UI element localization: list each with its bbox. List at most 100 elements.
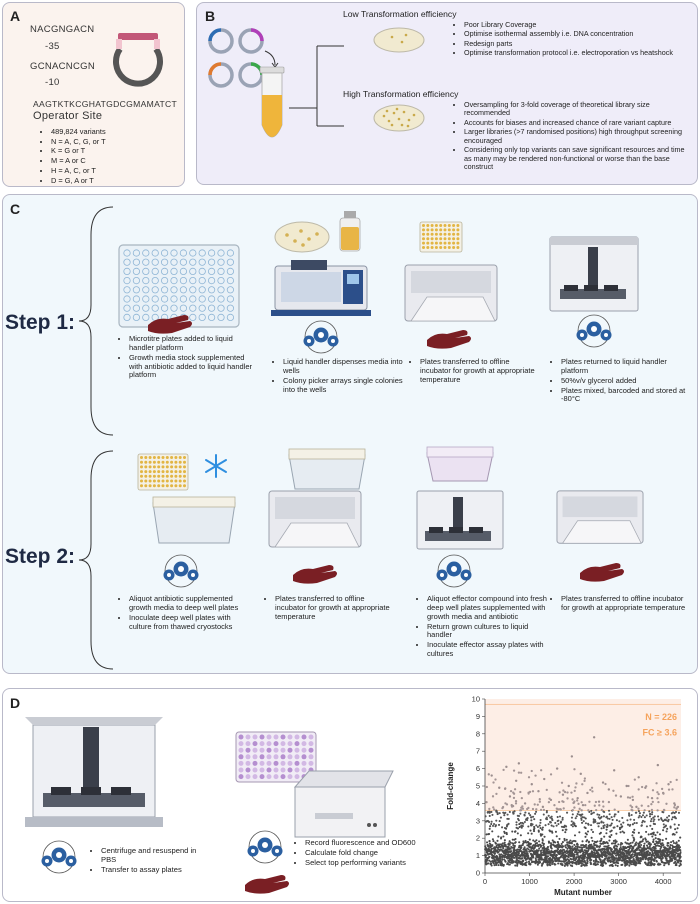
data-point [523, 814, 526, 817]
data-point [494, 859, 497, 862]
data-point [499, 816, 502, 819]
caption-item: Aliquot effector compound into fresh dee… [427, 594, 547, 622]
data-point [569, 839, 572, 842]
data-point [578, 813, 581, 816]
data-point [637, 816, 640, 819]
data-point [510, 845, 513, 849]
data-point [654, 847, 657, 850]
panel-d-bullets-1: Centrifuge and resuspend in PBS Transfer… [91, 846, 211, 876]
data-point [650, 856, 653, 859]
data-point [561, 864, 564, 867]
outlier-point [555, 767, 559, 770]
outlier-point [581, 783, 584, 786]
data-point [570, 816, 574, 819]
data-point [496, 861, 499, 864]
data-point [514, 830, 517, 833]
data-point [574, 845, 577, 848]
data-point [646, 840, 649, 843]
data-point [645, 857, 648, 860]
data-point [494, 842, 498, 845]
data-point [645, 844, 649, 847]
data-point [565, 828, 568, 831]
small-plate-icon [419, 221, 463, 253]
panel-b-label: B [205, 8, 216, 24]
data-point [554, 863, 557, 866]
y-tick-label: 7 [476, 747, 480, 756]
panel-d-label: D [10, 695, 21, 711]
media-bottle-icon [339, 211, 361, 252]
outlier-point [637, 788, 640, 791]
data-point [619, 843, 622, 846]
data-point [661, 839, 664, 842]
outlier-point [498, 786, 501, 789]
y-tick-label: 9 [476, 712, 480, 721]
data-point [572, 861, 575, 864]
outlier-point [527, 806, 530, 810]
outlier-point [628, 796, 632, 799]
data-point [490, 864, 493, 867]
y-tick-label: 4 [476, 799, 480, 808]
data-point [611, 864, 614, 868]
data-point [616, 848, 619, 852]
outlier-point [537, 790, 540, 793]
data-point [535, 810, 538, 813]
data-point [574, 825, 577, 828]
high-efficiency-bullets: Oversampling for 3-fold coverage of theo… [454, 100, 694, 173]
data-point [614, 852, 617, 855]
caption-item: Calculate fold change [305, 848, 425, 858]
data-point [536, 825, 539, 828]
data-point [610, 833, 613, 837]
data-point [570, 823, 573, 827]
data-point [521, 857, 524, 860]
data-point [677, 811, 681, 814]
data-point [637, 810, 640, 813]
outlier-point [545, 788, 548, 792]
step-1-label: Step 1: [5, 311, 76, 334]
data-point [488, 855, 491, 858]
outlier-point [561, 793, 565, 796]
data-point [503, 856, 506, 859]
data-point [581, 840, 584, 843]
caption-item: Transfer to assay plates [101, 865, 211, 875]
data-point [635, 862, 638, 865]
operator-site-label: Operator Site [33, 110, 103, 122]
caption-item: Colony picker arrays single colonies int… [283, 376, 403, 395]
data-point [519, 821, 522, 825]
data-point [515, 856, 518, 859]
outlier-point [667, 783, 670, 786]
data-point [661, 842, 664, 845]
data-point [517, 852, 520, 855]
outlier-point [557, 800, 561, 804]
data-point [547, 855, 550, 858]
data-point [621, 863, 624, 866]
data-point [659, 838, 662, 841]
outlier-point [584, 803, 587, 807]
data-point [555, 835, 558, 838]
data-point [616, 825, 619, 828]
step-2-label: Step 2: [5, 545, 76, 568]
data-point [571, 864, 574, 868]
data-point [633, 822, 636, 825]
data-point [613, 815, 616, 818]
data-point [569, 845, 572, 848]
data-point [493, 852, 497, 855]
data-point [519, 812, 522, 815]
data-point [530, 819, 533, 822]
data-point [647, 859, 650, 862]
data-point [619, 831, 622, 834]
data-point [651, 827, 654, 831]
data-point [677, 823, 680, 827]
outlier-point [505, 803, 509, 806]
data-point [639, 846, 642, 849]
data-point [568, 859, 571, 862]
data-point [656, 831, 659, 834]
data-point [615, 854, 618, 857]
outlier-point [567, 784, 570, 788]
data-point [610, 822, 613, 825]
data-point [638, 814, 641, 817]
data-point [491, 830, 494, 833]
data-point [649, 852, 652, 855]
data-point [590, 843, 593, 846]
outlier-point [602, 805, 605, 808]
data-point [672, 841, 676, 845]
